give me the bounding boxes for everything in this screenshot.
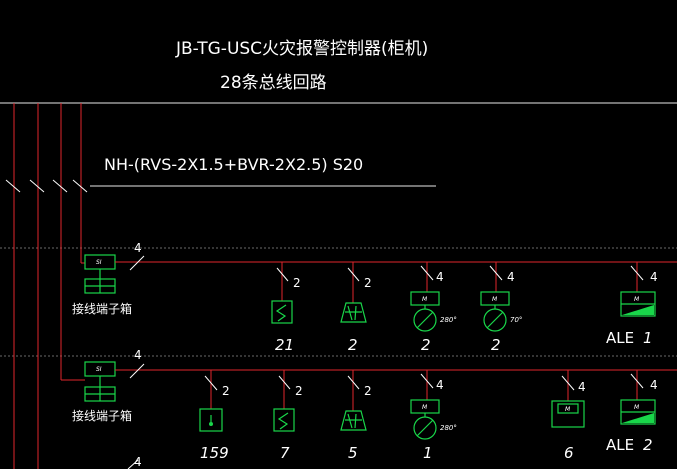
svg-text:2: 2: [293, 276, 301, 290]
svg-text:70°: 70°: [510, 316, 522, 324]
bottom-bus-tick: [127, 459, 139, 469]
svg-text:4: 4: [578, 380, 586, 394]
row1-fire-damper-280: 4 M 280°: [410, 262, 457, 332]
row2-manual-call-point: 2: [199, 370, 230, 432]
row1-fire-damper-70-qty: 2: [491, 336, 501, 354]
svg-text:2: 2: [295, 384, 303, 398]
row1-smoke-detector: 2: [271, 262, 301, 324]
row2-heat-detector: 2: [340, 370, 372, 431]
terminal-box-row2: SI: [84, 361, 116, 402]
row2-manual-call-point-qty: 159: [200, 444, 229, 462]
row1-fire-damper-70: 4 M 70°: [480, 262, 522, 332]
bus-loop-count: 28条总线回路: [220, 73, 327, 93]
row1-alarm-bell-label: ALE: [606, 329, 634, 347]
row1-alarm-bell-qty: 1: [643, 329, 653, 347]
svg-text:M: M: [422, 296, 428, 303]
row1-heat-detector: 2: [340, 262, 372, 323]
row2-alarm-bell-label: ALE: [606, 436, 634, 454]
svg-text:2: 2: [364, 276, 372, 290]
row1-smoke-detector-qty: 21: [275, 336, 294, 354]
row2-fire-damper-280: 4 M 280°: [410, 370, 457, 440]
svg-text:SI: SI: [96, 259, 102, 266]
svg-text:M: M: [565, 406, 571, 413]
row2-smoke-detector-qty: 7: [280, 444, 290, 462]
riser-tick-marks: [5, 179, 88, 193]
bus-tick-row2: [129, 363, 145, 379]
svg-text:M: M: [634, 404, 640, 411]
svg-text:4: 4: [507, 270, 515, 284]
row1-alarm-bell: 4 M: [620, 262, 658, 317]
svg-text:4: 4: [650, 378, 658, 392]
svg-text:2: 2: [222, 384, 230, 398]
row2-smoke-detector: 2: [273, 370, 303, 432]
row2-input-module: 4 M: [551, 370, 586, 428]
bus-tick-row1: [129, 255, 145, 271]
svg-text:4: 4: [650, 270, 658, 284]
svg-text:M: M: [492, 296, 498, 303]
svg-text:2: 2: [364, 384, 372, 398]
bus-count-row2: 4: [134, 348, 142, 362]
svg-text:280°: 280°: [440, 424, 457, 432]
row2-fire-damper-280-qty: 1: [423, 444, 433, 462]
row2-input-module-qty: 6: [564, 444, 574, 462]
row2-alarm-bell-qty: 2: [643, 436, 653, 454]
svg-text:4: 4: [436, 378, 444, 392]
svg-text:M: M: [422, 404, 428, 411]
terminal-box-label-row2: 接线端子箱: [72, 408, 132, 423]
row2-heat-detector-qty: 5: [348, 444, 358, 462]
svg-text:4: 4: [436, 270, 444, 284]
svg-text:M: M: [634, 296, 640, 303]
terminal-box-row1: SI: [84, 254, 116, 294]
row1-fire-damper-280-qty: 2: [421, 336, 431, 354]
svg-text:280°: 280°: [440, 316, 457, 324]
bottom-bus-count: 4: [134, 455, 142, 469]
terminal-box-label-row1: 接线端子箱: [72, 301, 132, 316]
controller-title: JB-TG-USC火灾报警控制器(柜机): [175, 39, 428, 59]
cable-spec-label: NH-(RVS-2X1.5+BVR-2X2.5) S20: [104, 155, 363, 174]
svg-text:SI: SI: [96, 366, 102, 373]
row2-alarm-bell: 4 M: [620, 370, 658, 425]
bus-count-row1: 4: [134, 241, 142, 255]
row1-heat-detector-qty: 2: [348, 336, 358, 354]
